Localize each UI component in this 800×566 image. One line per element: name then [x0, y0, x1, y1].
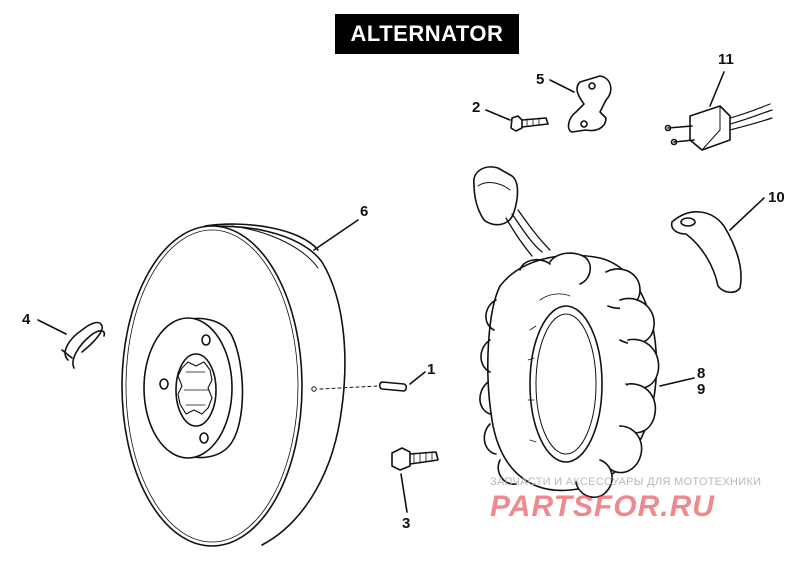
callout-2: 2: [472, 99, 481, 116]
flywheel-part-6: [121, 223, 346, 547]
callout-8: 8: [697, 365, 706, 382]
watermark-logo: PARTSFOR.RU: [490, 490, 715, 523]
page-title: ALTERNATOR: [335, 14, 519, 54]
bracket-part-5: [549, 75, 612, 133]
wedge-part-10: [670, 197, 765, 294]
stator-part-8-9: [473, 166, 695, 498]
callout-5: 5: [536, 71, 545, 88]
callout-9: 9: [697, 381, 706, 398]
callout-4: 4: [22, 311, 31, 328]
watermark-tagline: ЗАПЧАСТИ И АКСЕССУАРЫ ДЛЯ МОТОТЕХНИКИ: [490, 476, 762, 488]
leader-6: [313, 219, 359, 251]
callout-10: 10: [768, 189, 785, 206]
clip-part-4: [37, 319, 106, 369]
callout-6: 6: [360, 203, 369, 220]
callout-3: 3: [402, 515, 411, 532]
callout-11: 11: [718, 51, 734, 68]
callout-1: 1: [427, 361, 436, 378]
bolt-part-3: [391, 447, 439, 513]
screw-part-2: [485, 109, 549, 132]
key-part-1: [319, 371, 426, 392]
connector-part-11: [664, 71, 773, 151]
